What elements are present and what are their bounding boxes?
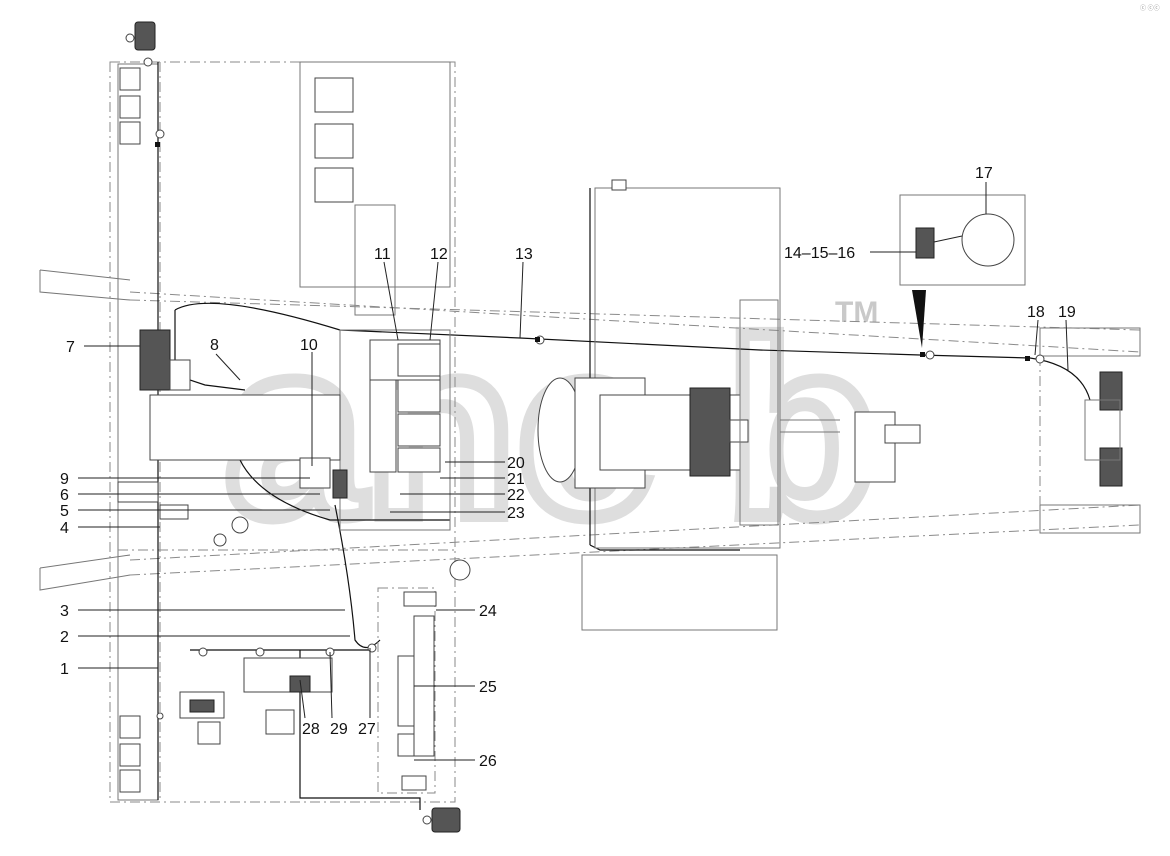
callout-11: 11 xyxy=(374,246,391,263)
callout-23: 23 xyxy=(507,505,525,522)
callout-4: 4 xyxy=(60,520,69,537)
callout-19: 19 xyxy=(1058,304,1076,321)
headlamp-bottom xyxy=(422,807,461,833)
callout-21: 21 xyxy=(507,471,525,488)
callout-29: 29 xyxy=(330,721,348,738)
leader-lines xyxy=(78,182,1069,761)
frame-rails xyxy=(39,269,1141,591)
callout-13: 13 xyxy=(515,246,533,263)
rear-lamps xyxy=(1084,371,1123,487)
callout-18: 18 xyxy=(1027,304,1045,321)
connectors xyxy=(143,57,1045,720)
callout-26: 26 xyxy=(479,753,497,770)
fuse-panel xyxy=(339,329,451,531)
lower-panel xyxy=(377,587,437,794)
callout-7: 7 xyxy=(66,339,75,356)
callout-27: 27 xyxy=(358,721,376,738)
relay-box xyxy=(899,194,1026,348)
callout-3: 3 xyxy=(60,603,69,620)
callout-8: 8 xyxy=(210,337,219,354)
callout-6: 6 xyxy=(60,487,69,504)
callout-17: 17 xyxy=(975,165,993,182)
headlamp-top xyxy=(125,21,156,51)
cab-outline xyxy=(109,61,456,803)
engine-block xyxy=(537,179,921,549)
callout-20: 20 xyxy=(507,455,525,472)
trademark-mark: TM xyxy=(835,296,878,329)
cab-components xyxy=(117,329,471,581)
callout-12: 12 xyxy=(430,246,448,263)
callout-28: 28 xyxy=(302,721,320,738)
callout-14-15-16: 14–15–16 xyxy=(784,245,855,262)
callout-9: 9 xyxy=(60,471,69,488)
callout-25: 25 xyxy=(479,679,497,696)
battery-box xyxy=(581,554,778,631)
callout-1: 1 xyxy=(60,661,69,678)
callout-5: 5 xyxy=(60,503,69,520)
callout-24: 24 xyxy=(479,603,497,620)
callout-2: 2 xyxy=(60,629,69,646)
callout-22: 22 xyxy=(507,487,525,504)
corner-note: ⓒ ⓒⓒ xyxy=(1140,4,1160,12)
lower-components xyxy=(179,657,333,745)
callout-labels: 1 2 3 4 5 6 9 7 8 10 11 12 13 14–15–16 1… xyxy=(60,165,1076,770)
callout-10: 10 xyxy=(300,337,318,354)
